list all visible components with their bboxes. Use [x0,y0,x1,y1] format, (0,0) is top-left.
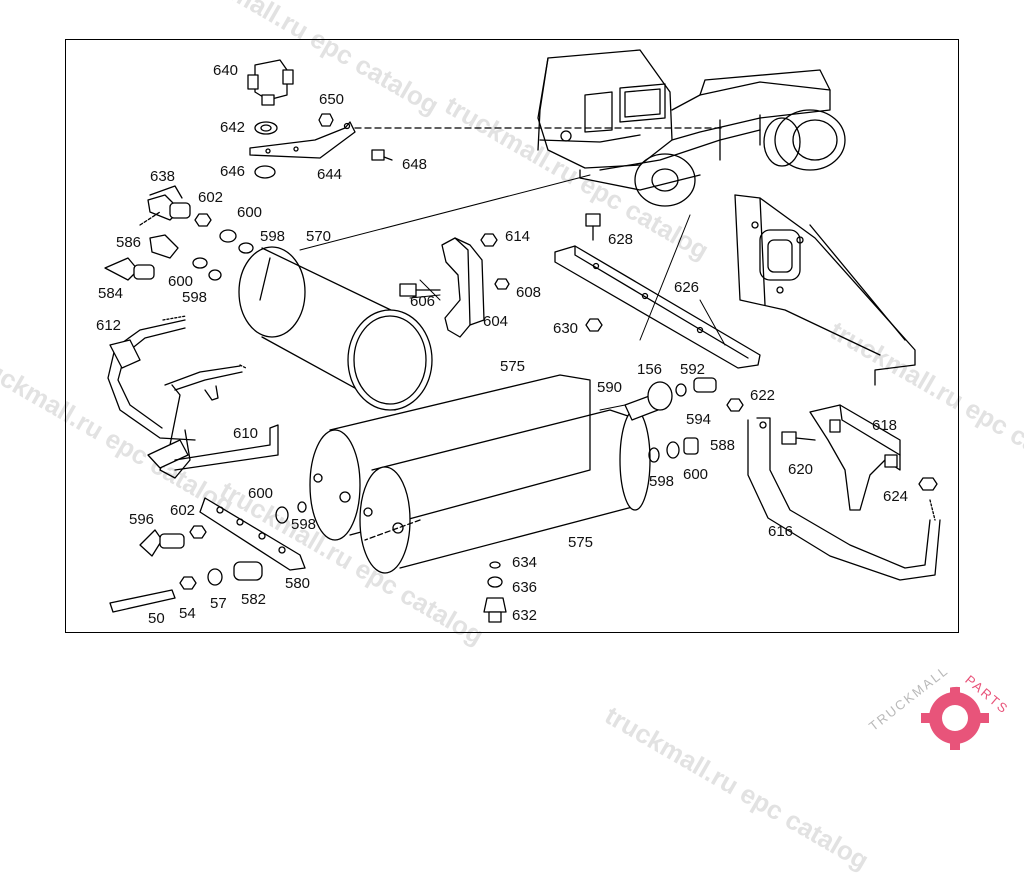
fittings-left-upper [105,186,253,280]
callout-628: 628 [608,232,633,247]
callout-640: 640 [213,63,238,78]
callout-600: 600 [683,467,708,482]
brand-logo: TRUCKMALL PARTS [860,660,1020,750]
callout-582: 582 [241,592,266,607]
callout-575: 575 [500,359,525,374]
callout-57: 57 [210,596,227,611]
callout-592: 592 [680,362,705,377]
callout-616: 616 [768,524,793,539]
callout-624: 624 [883,489,908,504]
callout-648: 648 [402,157,427,172]
callout-650: 650 [319,92,344,107]
callout-54: 54 [179,606,196,621]
callout-634: 634 [512,555,537,570]
callout-602: 602 [170,503,195,518]
callout-600: 600 [248,486,273,501]
callout-590: 590 [597,380,622,395]
callout-598: 598 [260,229,285,244]
callout-602: 602 [198,190,223,205]
truck-illustration [345,50,845,206]
callout-588: 588 [710,438,735,453]
callout-626: 626 [674,280,699,295]
callout-630: 630 [553,321,578,336]
callout-636: 636 [512,580,537,595]
callout-642: 642 [220,120,245,135]
callout-610: 610 [233,426,258,441]
tank-strap-612 [108,316,195,440]
callout-604: 604 [483,314,508,329]
callout-622: 622 [750,388,775,403]
callout-596: 596 [129,512,154,527]
air-tank-570 [239,247,432,410]
callout-608: 608 [516,285,541,300]
callout-50: 50 [148,611,165,626]
callout-598: 598 [182,290,207,305]
drain-valve-632 [484,562,506,622]
callout-570: 570 [306,229,331,244]
callout-620: 620 [788,462,813,477]
callout-575: 575 [568,535,593,550]
callout-606: 606 [410,294,435,309]
parts-diagram [0,0,1024,750]
callout-646: 646 [220,164,245,179]
air-tank-575-front [360,410,650,573]
callout-584: 584 [98,286,123,301]
callout-614: 614 [505,229,530,244]
air-tank-575-rear [310,375,590,540]
callout-600: 600 [168,274,193,289]
callout-586: 586 [116,235,141,250]
callout-600: 600 [237,205,262,220]
callout-580: 580 [285,576,310,591]
callout-644: 644 [317,167,342,182]
callout-618: 618 [872,418,897,433]
valve-640 [248,60,392,178]
callout-638: 638 [150,169,175,184]
callout-632: 632 [512,608,537,623]
support-bar-626 [555,214,760,368]
callout-598: 598 [291,517,316,532]
callout-612: 612 [96,318,121,333]
frame-bracket-illustration [735,195,915,385]
callout-156: 156 [637,362,662,377]
tank-bracket-610 [148,365,278,478]
callout-598: 598 [649,474,674,489]
callout-594: 594 [686,412,711,427]
